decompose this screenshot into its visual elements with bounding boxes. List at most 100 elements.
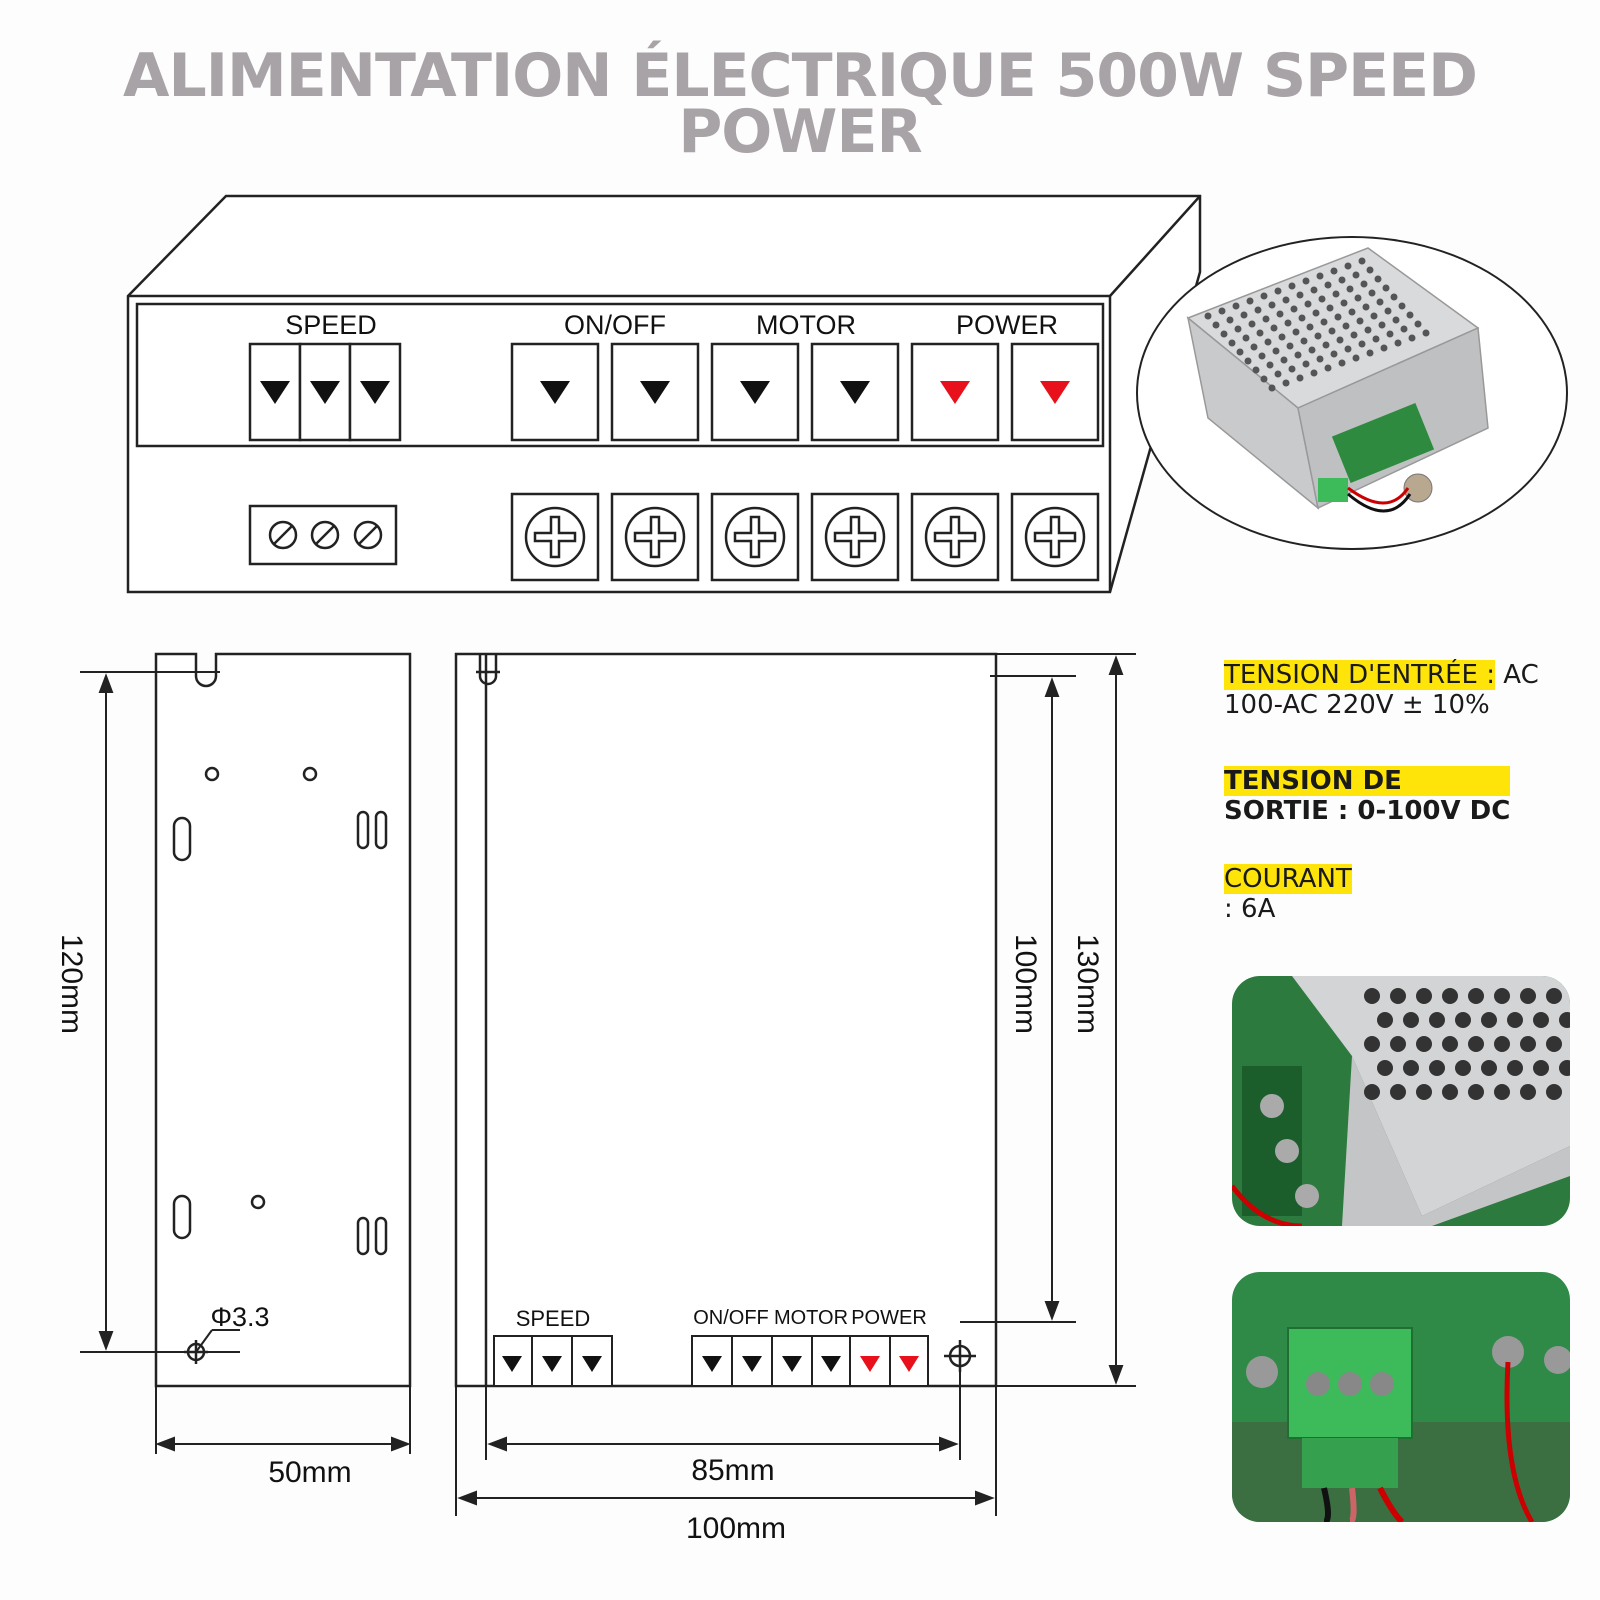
perforation xyxy=(1320,318,1328,326)
perforation xyxy=(1442,1036,1458,1052)
perforation xyxy=(1494,1036,1510,1052)
perforation xyxy=(1416,1036,1432,1052)
perforation xyxy=(1310,369,1318,377)
perforation xyxy=(1278,333,1286,341)
screw-icon xyxy=(724,506,786,568)
pot-screw-icon xyxy=(268,520,298,550)
perforation xyxy=(1264,338,1272,346)
perforation xyxy=(1392,316,1400,324)
perforation xyxy=(1360,280,1368,288)
spec-output-value: SORTIE : 0-100V DC xyxy=(1224,796,1511,826)
spec-output-label: TENSION DE xyxy=(1224,766,1510,796)
perforation xyxy=(1366,266,1374,274)
perforation xyxy=(1232,302,1240,310)
perforation xyxy=(1274,287,1282,295)
perforation xyxy=(1372,335,1380,343)
perforation xyxy=(1258,352,1266,360)
perforation xyxy=(1546,1084,1562,1100)
side-view xyxy=(154,652,412,1388)
arrow-icon xyxy=(310,381,340,404)
perforation xyxy=(1468,988,1484,1004)
page-title: ALIMENTATION ÉLECTRIQUE 500W SPEED POWER xyxy=(0,41,1600,167)
perforation xyxy=(1416,988,1432,1004)
spec-current-label: COURANT xyxy=(1224,864,1352,894)
perforation xyxy=(1494,988,1510,1004)
perforation xyxy=(1244,357,1252,365)
title-line-1: ALIMENTATION ÉLECTRIQUE 500W SPEED xyxy=(123,41,1478,111)
pot-screw-icon xyxy=(353,520,383,550)
screw-icon xyxy=(524,506,586,568)
arrow-icon xyxy=(782,1356,802,1372)
perforation xyxy=(1364,1036,1380,1052)
top-label-motor: MOTOR xyxy=(774,1307,848,1329)
spec-input-voltage: TENSION D'ENTRÉE : AC 100-AC 220V ± 10% xyxy=(1224,660,1539,720)
motor-arrow-icon xyxy=(840,381,870,404)
perforation xyxy=(1302,277,1310,285)
perforation xyxy=(1414,320,1422,328)
title-line-2: POWER xyxy=(678,97,922,167)
perforation xyxy=(1310,286,1318,294)
perforation xyxy=(1376,298,1384,306)
perforation xyxy=(1218,307,1226,315)
perforation xyxy=(1322,341,1330,349)
perforation xyxy=(1546,1036,1562,1052)
screw-cross-icon xyxy=(533,515,577,559)
perforation xyxy=(1260,375,1268,383)
screw-cross-icon xyxy=(733,515,777,559)
spec-current: COURANT : 6A xyxy=(1224,864,1352,924)
perforation xyxy=(1386,330,1394,338)
perforation xyxy=(1352,354,1360,362)
perforation xyxy=(1212,321,1220,329)
dim-mount-width: 85mm xyxy=(691,1454,774,1487)
perforation xyxy=(1324,364,1332,372)
perforation xyxy=(1340,299,1348,307)
top-label-power: POWER xyxy=(851,1307,927,1329)
dim-hole: Φ3.3 xyxy=(210,1302,269,1332)
speed-arrows xyxy=(260,381,390,404)
perforation xyxy=(1384,307,1392,315)
perforation xyxy=(1234,325,1242,333)
screw-icon xyxy=(924,506,986,568)
power-arrow-icon xyxy=(899,1356,919,1372)
perforation xyxy=(1296,374,1304,382)
perforation xyxy=(1260,292,1268,300)
perforation xyxy=(1272,347,1280,355)
perforation xyxy=(1494,1084,1510,1100)
perforation xyxy=(1312,309,1320,317)
arrow-icon xyxy=(502,1356,522,1372)
perforation xyxy=(1442,988,1458,1004)
spec-current-value: : 6A xyxy=(1224,894,1276,924)
top-label-onoff: ON/OFF xyxy=(693,1307,769,1329)
perforation xyxy=(1204,312,1212,320)
perforation xyxy=(1520,1036,1536,1052)
motor-arrow-icon xyxy=(740,381,770,404)
label-power: POWER xyxy=(956,310,1058,340)
top-dimension-lines xyxy=(455,653,1136,1516)
perforation xyxy=(1406,311,1414,319)
perforation xyxy=(1377,1060,1393,1076)
arrow-icon xyxy=(260,381,290,404)
perforation xyxy=(1302,360,1310,368)
perforation xyxy=(1308,346,1316,354)
perforation xyxy=(1358,340,1366,348)
top-main-terminals xyxy=(691,1335,929,1387)
perforation xyxy=(1366,349,1374,357)
screw-cross-icon xyxy=(633,515,677,559)
perforation xyxy=(1481,1012,1497,1028)
power-arrow-icon xyxy=(940,381,970,404)
perforation xyxy=(1507,1012,1523,1028)
product-photo-illustration xyxy=(1186,247,1489,513)
perforation xyxy=(1520,1084,1536,1100)
perforation xyxy=(1330,267,1338,275)
perforation xyxy=(1282,296,1290,304)
perforation xyxy=(1300,337,1308,345)
perforation xyxy=(1288,365,1296,373)
perforation xyxy=(1378,321,1386,329)
screw-cross-icon xyxy=(1033,515,1077,559)
perforation xyxy=(1296,291,1304,299)
perforation xyxy=(1284,319,1292,327)
perforation xyxy=(1290,305,1298,313)
pot-screw-icon xyxy=(310,520,340,550)
perforation xyxy=(1220,330,1228,338)
